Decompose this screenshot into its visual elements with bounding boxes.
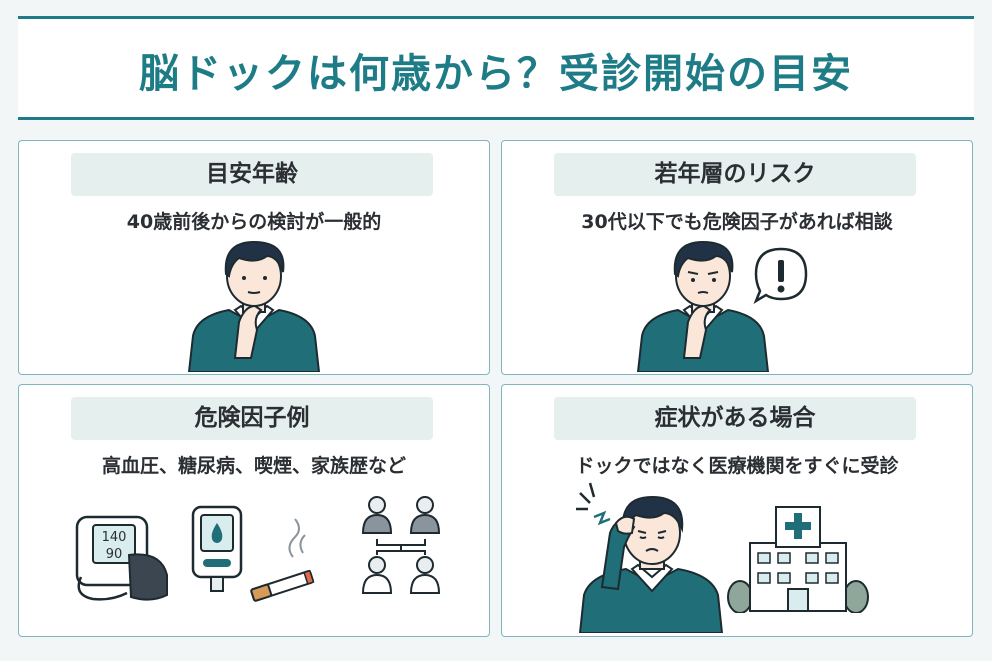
card-label: 若年層のリスク bbox=[554, 153, 916, 196]
blood-pressure-monitor-icon: 140 90 bbox=[75, 515, 168, 601]
card-text: 高血圧、糖尿病、喫煙、家族歴など bbox=[101, 455, 406, 477]
card-text: ドックではなく医療機関をすぐに受診 bbox=[575, 455, 899, 477]
bp-systolic: 140 bbox=[102, 530, 127, 545]
worried-man-icon bbox=[636, 240, 770, 372]
family-tree-icon bbox=[361, 496, 441, 594]
card-age: 目安年齢 40歳前後からの検討が一般的 bbox=[18, 140, 490, 375]
card-text: 30代以下でも危険因子があれば相談 bbox=[581, 211, 893, 233]
card-label: 目安年齢 bbox=[71, 153, 433, 196]
page-title: 脳ドックは何歳から？受診開始の目安 bbox=[139, 51, 853, 97]
card-text: 40歳前後からの検討が一般的 bbox=[126, 211, 382, 233]
card-symptoms: 症状がある場合 ドックではなく医療機関をすぐに受診 bbox=[501, 384, 973, 637]
exclamation-bubble-icon bbox=[753, 247, 808, 304]
glucose-meter-icon bbox=[191, 505, 243, 592]
card-label: 症状がある場合 bbox=[554, 397, 916, 440]
card-risk-factors: 危険因子例 高血圧、糖尿病、喫煙、家族歴など 140 90 bbox=[18, 384, 490, 637]
hospital-icon bbox=[727, 506, 869, 613]
cigarette-icon bbox=[250, 518, 315, 602]
header-banner: 脳ドックは何歳から？受診開始の目安 bbox=[18, 16, 974, 120]
headache-man-icon bbox=[576, 482, 724, 633]
card-label: 危険因子例 bbox=[71, 397, 433, 440]
thinking-man-icon bbox=[187, 240, 321, 372]
card-young-risk: 若年層のリスク 30代以下でも危険因子があれば相談 bbox=[501, 140, 973, 375]
bp-diastolic: 90 bbox=[106, 547, 123, 562]
